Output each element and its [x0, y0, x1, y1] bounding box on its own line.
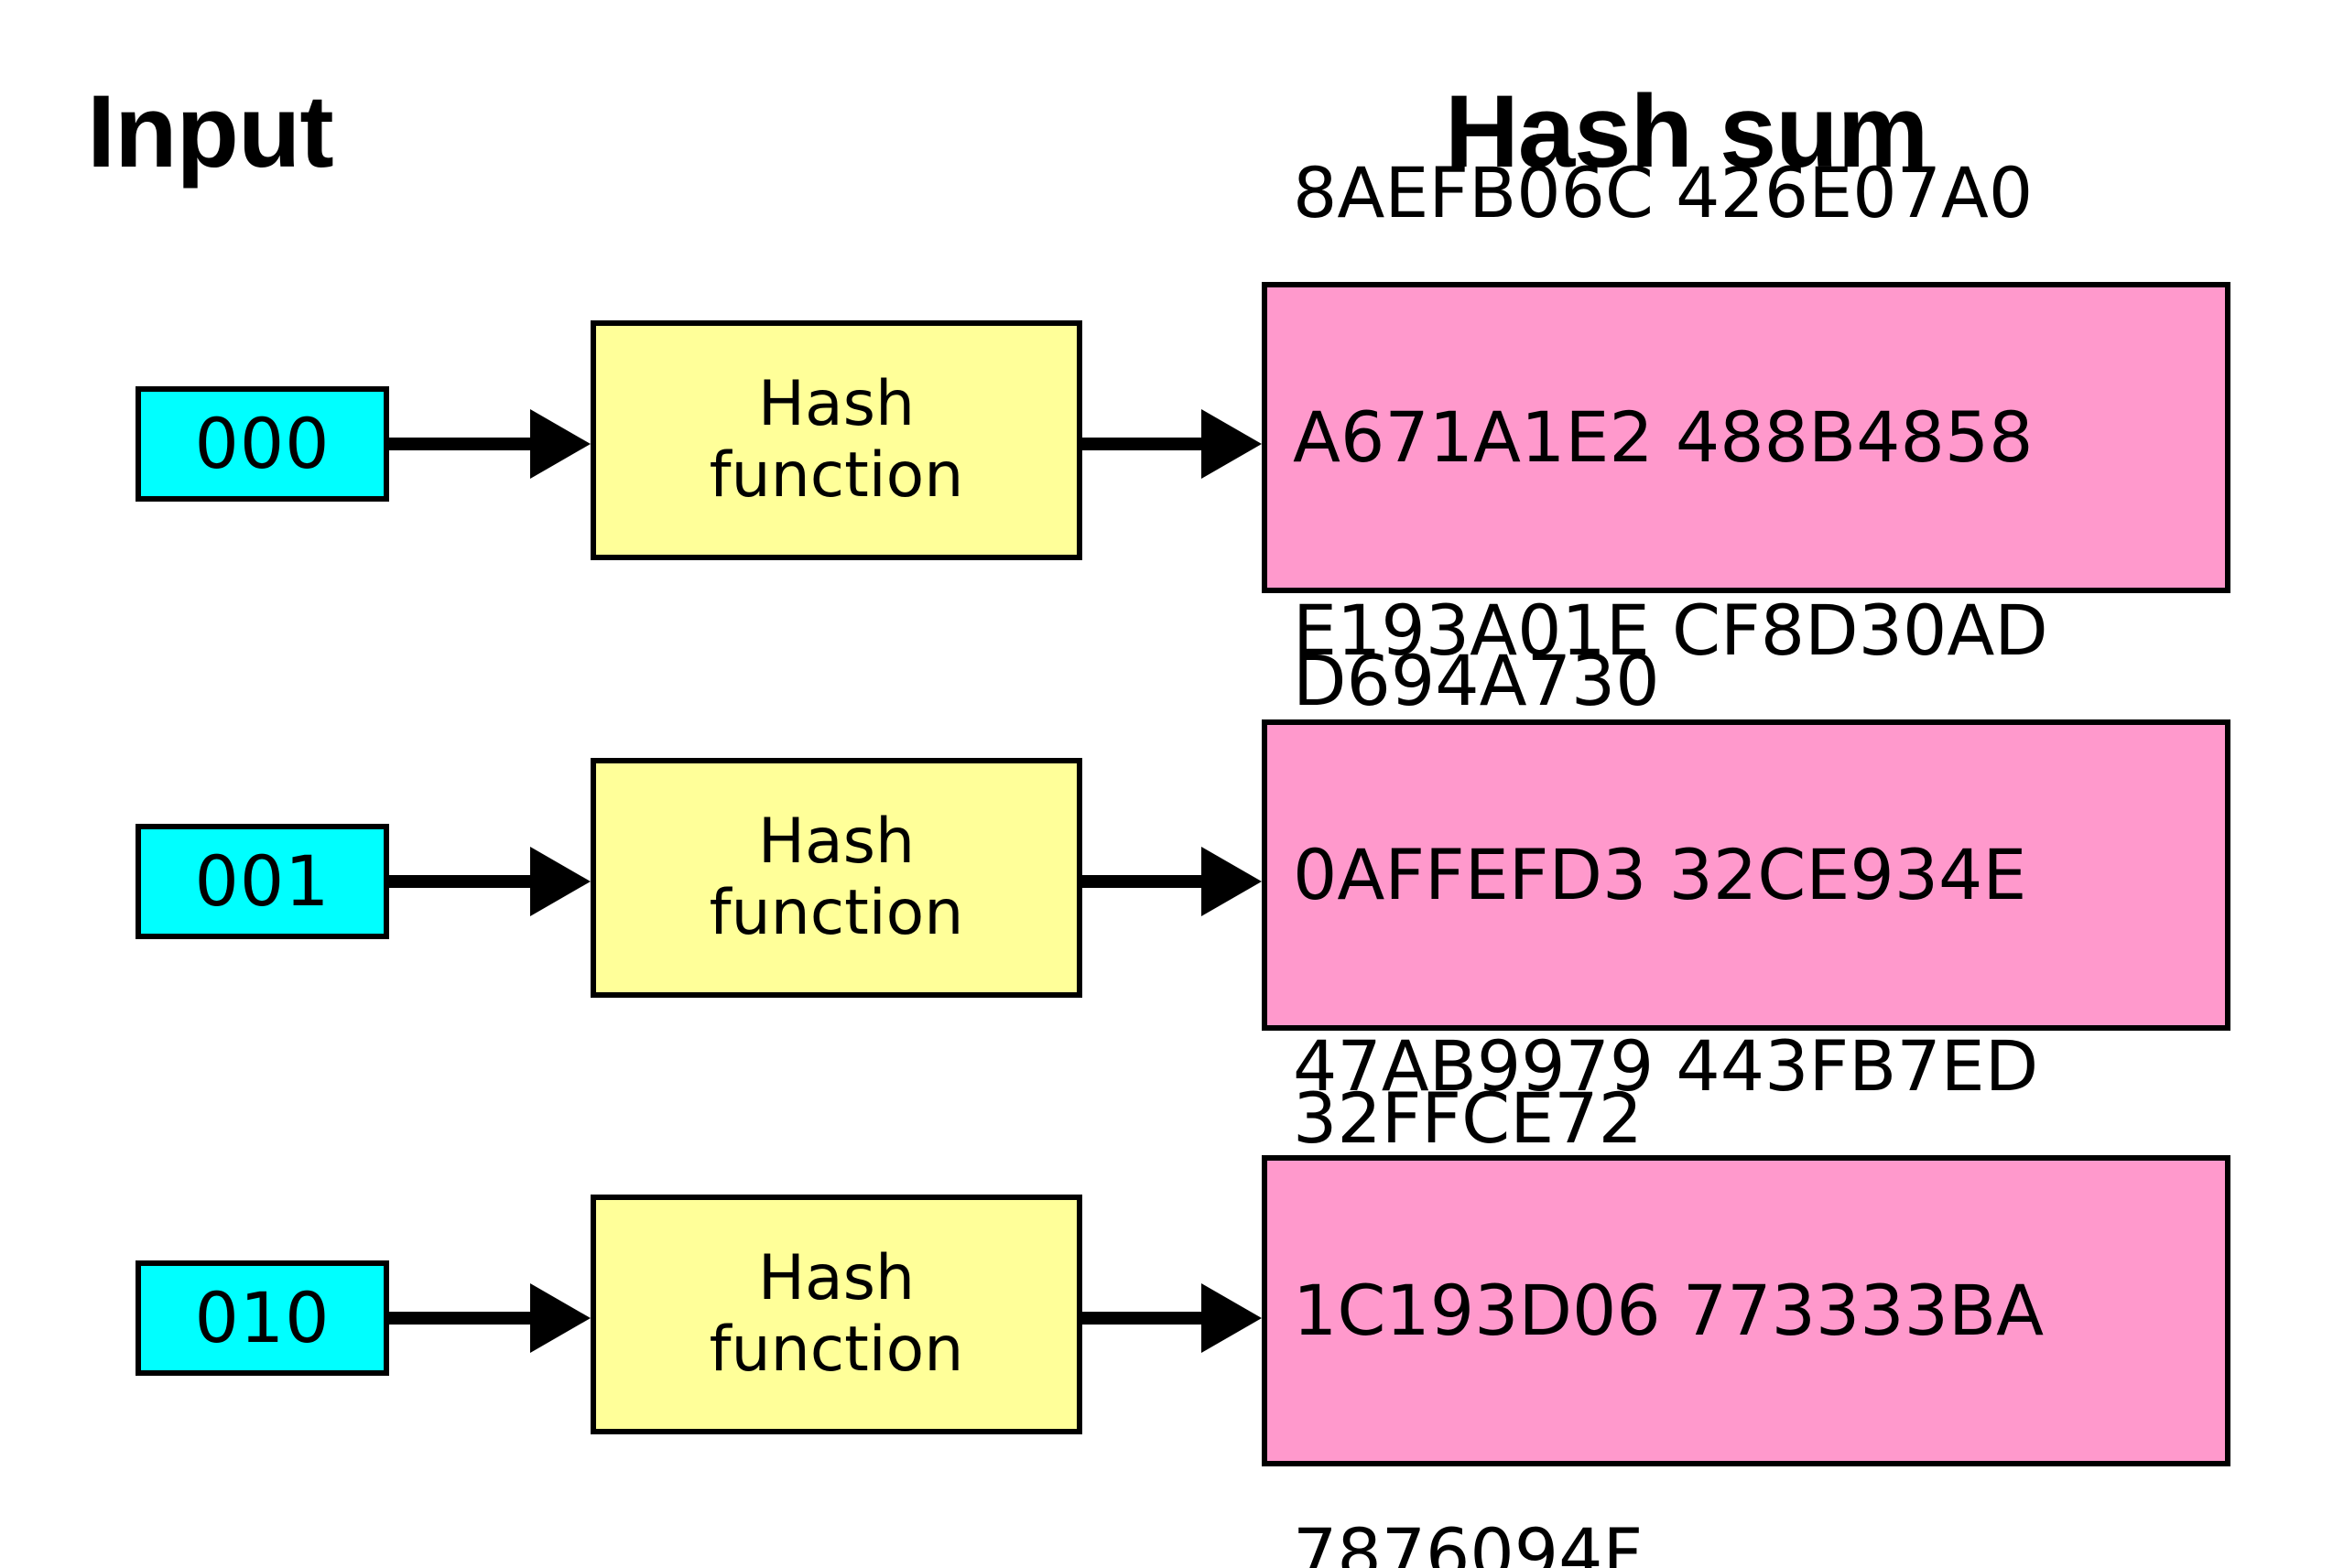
input-column-title: Input — [87, 74, 334, 189]
input-value-row-1: 000 — [194, 403, 331, 484]
arrow-function-to-hash-row-2 — [1082, 847, 1262, 916]
hash-sum-line-3: 32FFCE72 — [1293, 1077, 1643, 1160]
hash-sum-value-row-2: E193A01E CF8D30AD 0AFFEFD3 32CE934E 32FF… — [1293, 427, 2048, 1323]
hash-function-box-row-2[interactable]: Hash function — [591, 758, 1082, 998]
hash-sum-value-row-3: 47AB9979 443FB7ED 1C193D06 773333BA 7876… — [1293, 863, 2044, 1568]
arrow-shaft — [1082, 438, 1201, 450]
arrow-head-icon — [1201, 1283, 1262, 1353]
input-value-row-3: 010 — [194, 1277, 331, 1358]
input-box-row-2[interactable]: 001 — [136, 824, 389, 939]
hash-function-label-line-1: Hash — [757, 367, 916, 440]
arrow-head-icon — [530, 847, 591, 916]
arrow-shaft — [389, 1312, 530, 1325]
arrow-head-icon — [530, 1283, 591, 1353]
hash-sum-box-row-2[interactable]: E193A01E CF8D30AD 0AFFEFD3 32CE934E 32FF… — [1262, 589, 2230, 1159]
arrow-function-to-hash-row-3 — [1082, 1283, 1262, 1353]
hash-function-label-line-2: function — [709, 439, 964, 512]
hash-sum-line-3: D694A730 — [1293, 640, 1660, 722]
hash-sum-line-2: 0AFFEFD3 32CE934E — [1293, 833, 2027, 915]
hash-sum-line-1: E193A01E CF8D30AD — [1293, 589, 2048, 671]
hash-function-label-line-1: Hash — [757, 1241, 916, 1314]
hash-function-label-line-2: function — [709, 1314, 964, 1386]
hash-sum-line-3: 7876094F — [1293, 1513, 1644, 1568]
hash-sum-line-2: A671A1E2 488B4858 — [1293, 395, 2034, 478]
arrow-shaft — [389, 438, 530, 450]
hash-function-box-row-1[interactable]: Hash function — [591, 320, 1082, 560]
hash-function-box-row-3[interactable]: Hash function — [591, 1195, 1082, 1434]
hash-function-label-line-1: Hash — [757, 805, 916, 878]
arrow-function-to-hash-row-1 — [1082, 409, 1262, 479]
hash-sum-column-title: Hash sum — [1445, 74, 1928, 189]
hash-sum-line-2: 1C193D06 773333BA — [1293, 1269, 2045, 1351]
input-box-row-3[interactable]: 010 — [136, 1260, 389, 1376]
input-box-row-1[interactable]: 000 — [136, 386, 389, 502]
arrow-shaft — [1082, 1312, 1201, 1325]
hash-sum-line-1: 47AB9979 443FB7ED — [1293, 1024, 2039, 1107]
arrow-shaft — [1082, 875, 1201, 888]
hash-sum-line-1: 8AEFB06C 426E07A0 — [1293, 151, 2034, 233]
hash-sum-box-row-1[interactable]: 8AEFB06C 426E07A0 A671A1E2 488B4858 D694… — [1262, 152, 2230, 721]
arrow-head-icon — [1201, 409, 1262, 479]
hash-function-label-line-2: function — [709, 877, 964, 949]
arrow-shaft — [389, 875, 530, 888]
arrow-head-icon — [1201, 847, 1262, 916]
hash-sum-value-row-1: 8AEFB06C 426E07A0 A671A1E2 488B4858 D694… — [1293, 0, 2034, 885]
arrow-input-to-function-row-1 — [389, 409, 591, 479]
arrow-input-to-function-row-3 — [389, 1283, 591, 1353]
input-value-row-2: 001 — [194, 840, 331, 922]
arrow-input-to-function-row-2 — [389, 847, 591, 916]
hash-sum-box-row-3[interactable]: 47AB9979 443FB7ED 1C193D06 773333BA 7876… — [1262, 1025, 2230, 1568]
arrow-head-icon — [530, 409, 591, 479]
